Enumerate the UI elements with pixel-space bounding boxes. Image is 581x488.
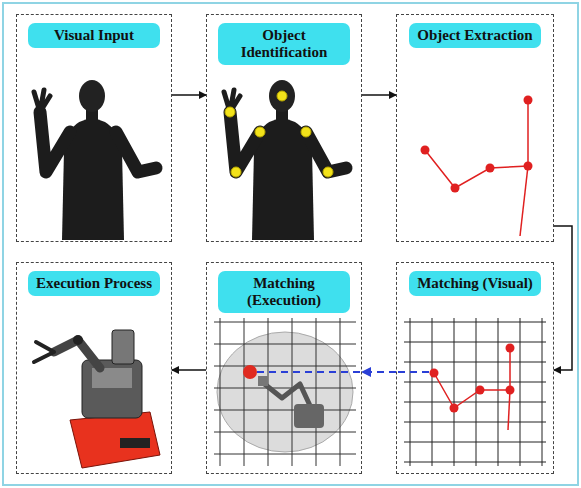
- stage-label: Object Identification: [218, 23, 350, 65]
- stage-panel: Object Identification: [206, 14, 362, 242]
- stage-label: Object Extraction: [409, 23, 541, 48]
- stage-label: Execution Process: [28, 271, 160, 296]
- stage-panel: Matching (Visual): [396, 262, 554, 474]
- flow-arrow: [172, 94, 206, 96]
- flow-arrow: [362, 94, 396, 96]
- flow-arrow: [172, 369, 206, 371]
- dashed-mapping-arrow: [362, 371, 396, 373]
- stage-label: Matching (Execution): [218, 271, 350, 313]
- stage-label: Visual Input: [28, 23, 160, 48]
- flow-arrow: [554, 226, 572, 370]
- stage-panel: Execution Process: [16, 262, 172, 474]
- stage-label: Matching (Visual): [409, 271, 541, 296]
- stage-panel: Visual Input: [16, 14, 172, 242]
- stage-panel: Matching (Execution): [206, 262, 362, 474]
- stage-panel: Object Extraction: [396, 14, 554, 242]
